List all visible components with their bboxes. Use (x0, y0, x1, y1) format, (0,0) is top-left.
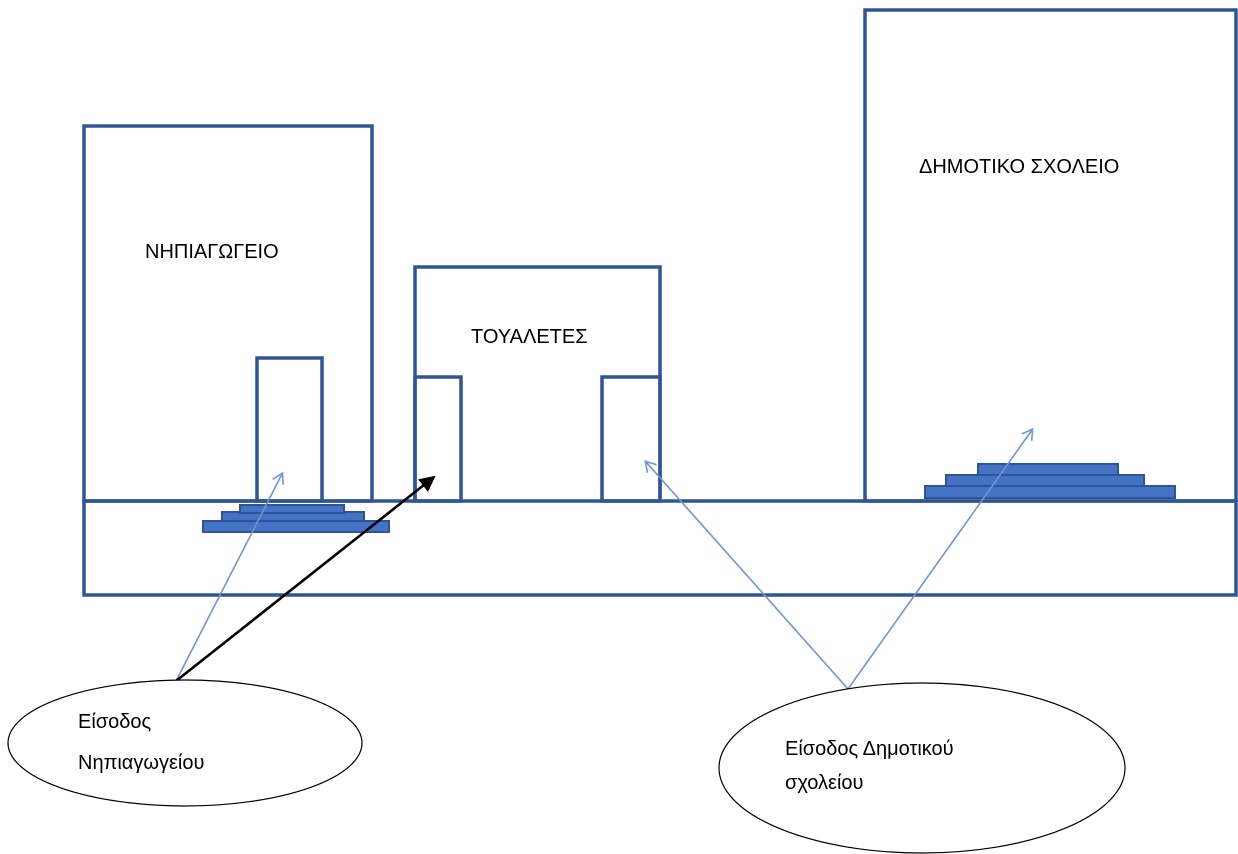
primary-entrance-callout (718, 682, 1126, 854)
kindergarten-label: ΝΗΠΙΑΓΩΓΕΙΟ (145, 241, 279, 263)
primary-school-building (863, 8, 1238, 503)
primary-entrance-arrow (847, 427, 1034, 690)
toilets-entrance-arrow (175, 475, 436, 683)
primary-school-label: ΔΗΜΟΤΙΚΟ ΣΧΟΛΕΙΟ (919, 156, 1119, 178)
kindergarten-stairs (202, 504, 390, 533)
primary-toilets-arrow (644, 460, 849, 690)
toilets-left-door (413, 375, 463, 503)
kindergarten-entrance-callout (7, 679, 363, 807)
toilets-right-door (600, 375, 662, 503)
kindergarten-building (82, 124, 374, 503)
kindergarten-door (255, 356, 324, 503)
toilets-building (413, 265, 662, 501)
primary-school-stairs (924, 463, 1176, 499)
kindergarten-entrance-line2: Νηπιαγωγείου (78, 752, 204, 774)
kindergarten-entrance-line1: Είσοδος (78, 711, 152, 733)
primary-entrance-line1: Είσοδος Δημοτικού (785, 738, 954, 760)
kindergarten-entrance-arrow (175, 471, 285, 682)
primary-entrance-line2: σχολείου (785, 772, 863, 794)
toilets-label: ΤΟΥΑΛΕΤΕΣ (471, 326, 588, 348)
